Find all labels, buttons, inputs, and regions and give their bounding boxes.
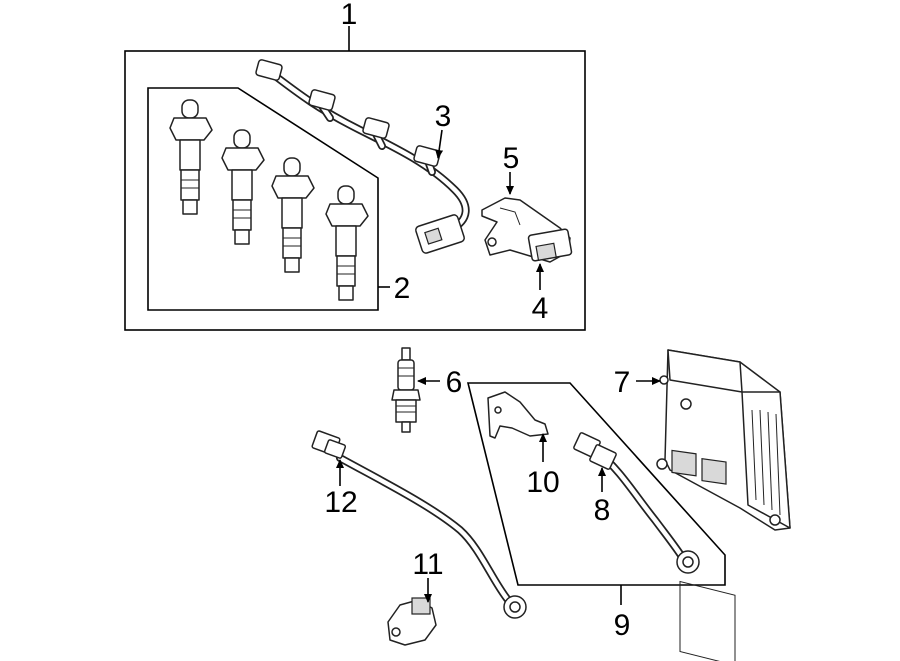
callout-11: 11 xyxy=(412,548,443,581)
callout-9: 9 xyxy=(614,609,631,642)
ignition-coils xyxy=(169,99,369,301)
sensor-group-box-9 xyxy=(466,382,726,605)
coil-wiring-harness xyxy=(255,59,470,254)
cam-sensor-connector xyxy=(527,228,573,262)
assembly-box-1 xyxy=(124,26,586,331)
callout-7: 7 xyxy=(614,366,631,399)
callout-8: 8 xyxy=(594,494,611,527)
callout-5: 5 xyxy=(503,142,520,175)
callout-10: 10 xyxy=(526,466,559,499)
leader-lines xyxy=(336,129,661,603)
sensor-bracket xyxy=(487,391,549,439)
callout-labels: 1 2 3 4 5 6 7 8 9 10 11 12 xyxy=(324,0,630,642)
harness-connector xyxy=(255,59,283,81)
coil-group-box-2 xyxy=(147,87,390,311)
callout-12: 12 xyxy=(324,486,357,519)
callout-2: 2 xyxy=(394,272,411,305)
harness-connector xyxy=(308,89,336,111)
knock-sensor xyxy=(573,432,700,574)
harness-connector xyxy=(362,117,390,139)
callout-3: 3 xyxy=(435,100,452,133)
sensor-with-cable xyxy=(311,430,527,619)
ignition-coil xyxy=(221,129,265,245)
ignition-coil xyxy=(169,99,213,215)
crank-position-sensor xyxy=(387,597,437,646)
ignition-coil xyxy=(271,157,315,273)
callout-4: 4 xyxy=(532,292,549,325)
harness-connector xyxy=(413,145,441,167)
spark-plug xyxy=(391,347,421,433)
engine-control-module xyxy=(656,349,791,661)
ignition-coil xyxy=(325,185,369,301)
callout-1: 1 xyxy=(341,0,358,31)
harness-main-connector xyxy=(415,214,465,254)
callout-6: 6 xyxy=(446,366,463,399)
